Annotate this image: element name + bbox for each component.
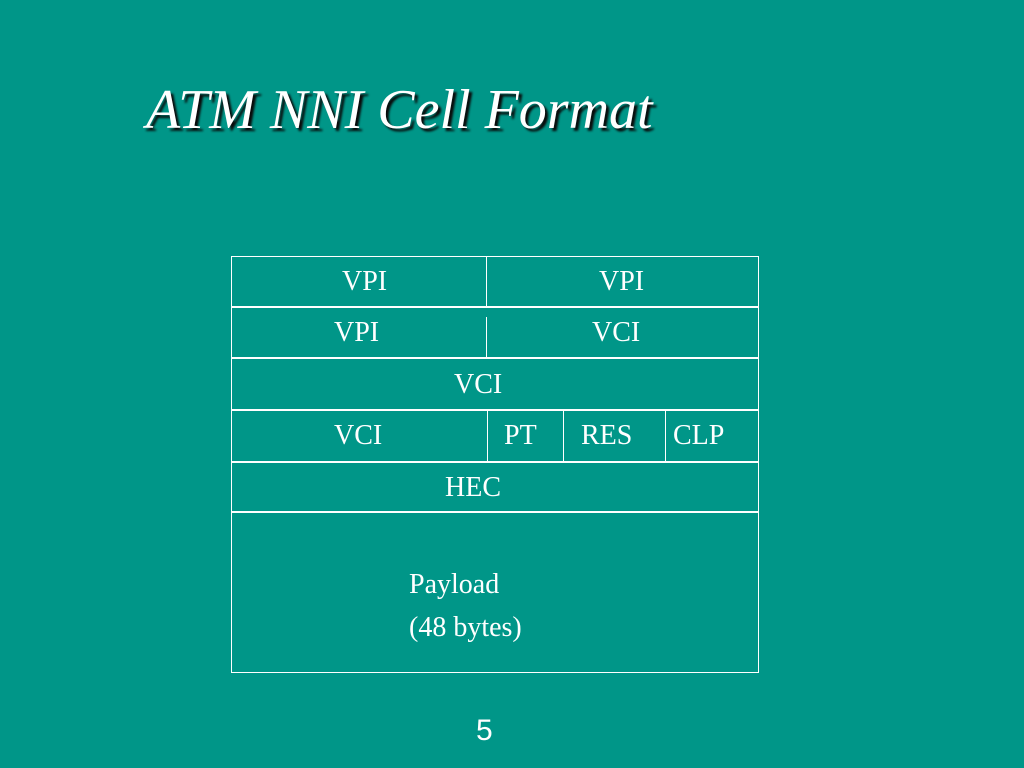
slide-title: ATM NNI Cell Format <box>146 79 653 141</box>
vpi-field: VPI <box>599 266 645 297</box>
hec-field: HEC <box>445 472 501 503</box>
row-divider <box>232 306 758 308</box>
vci-field: VCI <box>592 317 641 348</box>
row-divider <box>232 511 758 513</box>
payload-size: (48 bytes) <box>409 612 522 643</box>
row-divider <box>232 409 758 411</box>
column-divider <box>486 257 487 306</box>
column-divider <box>486 317 487 357</box>
column-divider <box>487 410 488 461</box>
vpi-field: VPI <box>342 266 388 297</box>
vci-field: VCI <box>454 369 503 400</box>
column-divider <box>563 410 564 461</box>
pt-field: PT <box>504 420 537 451</box>
column-divider <box>665 410 666 461</box>
payload-field: Payload (48 bytes) <box>409 563 522 649</box>
vci-field: VCI <box>334 420 383 451</box>
row-divider <box>232 461 758 463</box>
row-divider <box>232 357 758 359</box>
res-field: RES <box>581 420 633 451</box>
payload-label: Payload <box>409 569 500 600</box>
page-number: 5 <box>476 714 493 747</box>
atm-cell-format-diagram: VPI VPI VPI VCI VCI VCI PT RES CLP HEC P… <box>231 256 759 673</box>
vpi-field: VPI <box>334 317 380 348</box>
clp-field: CLP <box>673 420 725 451</box>
